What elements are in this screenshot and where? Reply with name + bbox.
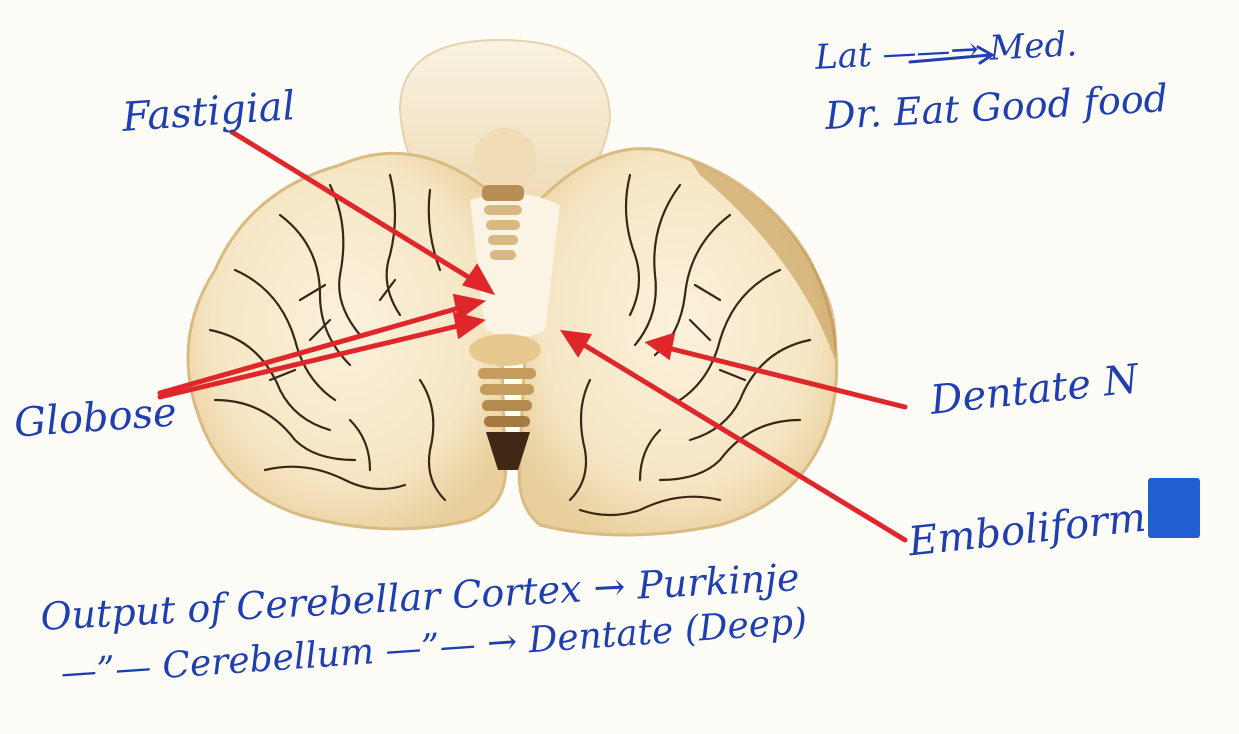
right-hemisphere — [519, 149, 837, 535]
blue-marker-swatch — [1148, 478, 1200, 538]
label-globose: Globose — [13, 392, 178, 443]
label-fastigial: Fastigial — [121, 86, 297, 138]
